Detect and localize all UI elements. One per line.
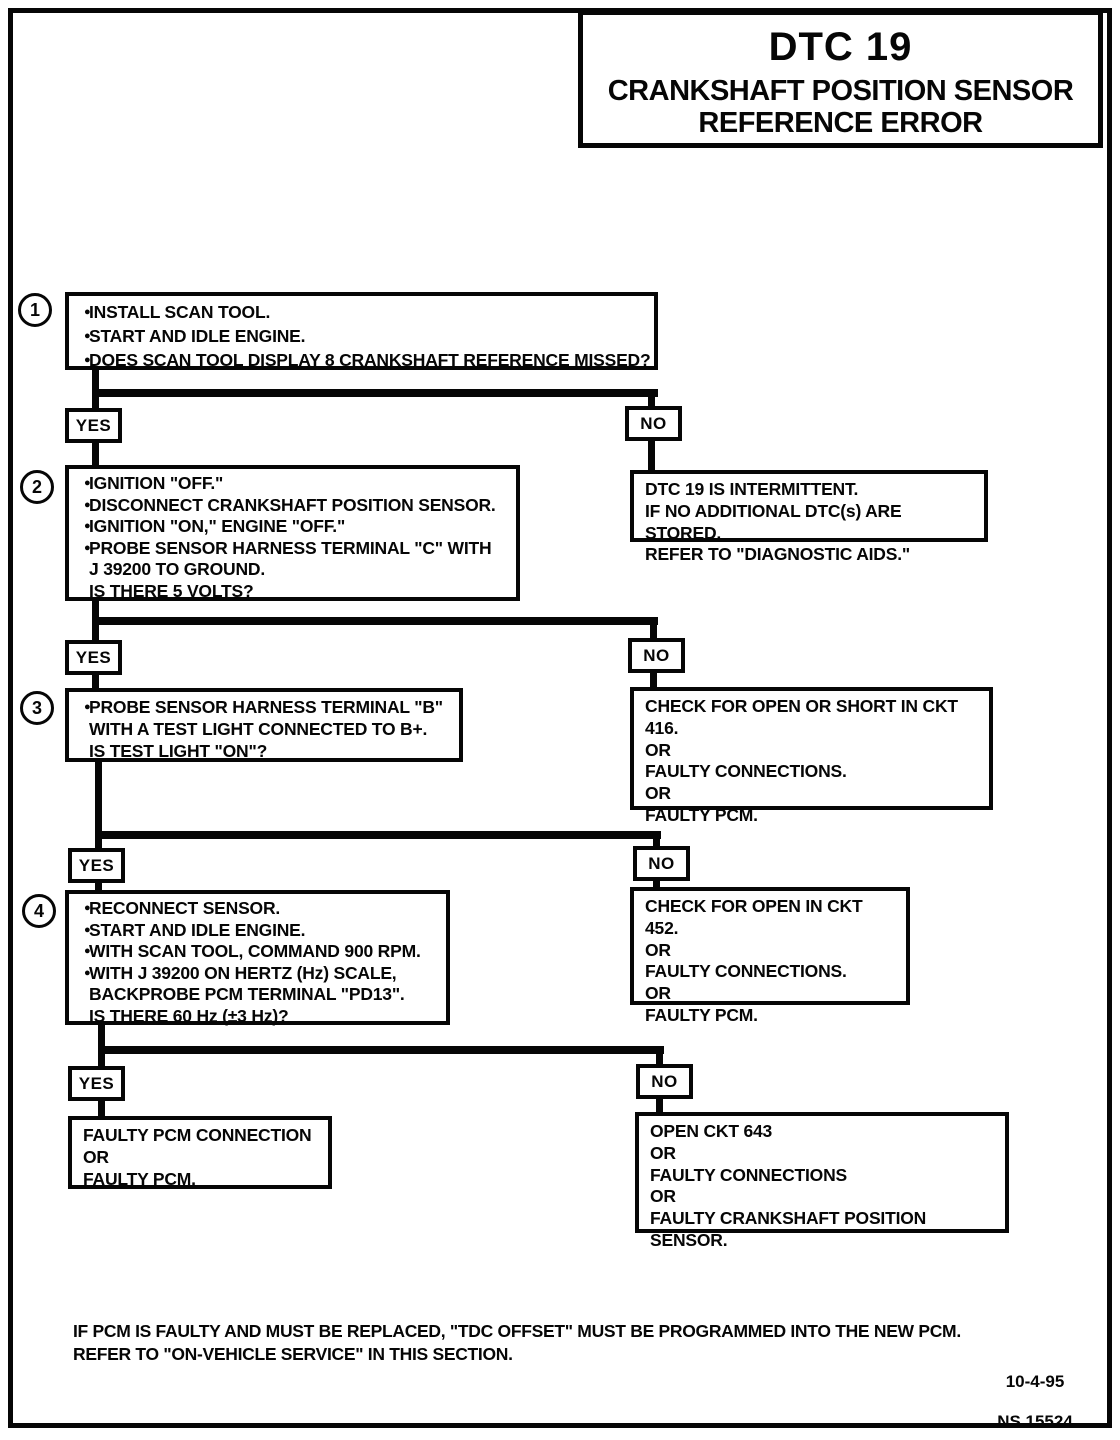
step-item-text: DISCONNECT CRANKSHAFT POSITION SENSOR. [89, 494, 496, 515]
step-item-text: DOES SCAN TOOL DISPLAY 8 CRANKSHAFT REFE… [89, 350, 651, 370]
bullet-icon: ● [84, 945, 91, 957]
step-number-2: 2 [20, 470, 54, 504]
flow-line [653, 881, 660, 887]
bullet-icon: ● [84, 306, 91, 318]
bullet-icon: ● [84, 477, 91, 489]
bullet-icon: ● [84, 330, 91, 342]
flow-line [656, 1046, 663, 1066]
step-3-box: ●PROBE SENSOR HARNESS TERMINAL "B" WITH … [65, 688, 463, 762]
flow-line [653, 831, 660, 848]
bullet-icon: ● [84, 498, 91, 511]
decision-no-1: NO [625, 406, 682, 441]
footer-doc-id: 10-4-95 NS 15524 [985, 1352, 1085, 1440]
flow-line [92, 389, 658, 397]
step-number-3: 3 [20, 691, 54, 725]
outcome-faulty-pcm: FAULTY PCM CONNECTION OR FAULTY PCM. [68, 1116, 332, 1189]
outcome-ckt452: CHECK FOR OPEN IN CKT 452. OR FAULTY CON… [630, 887, 910, 1025]
flow-line [98, 1046, 664, 1054]
step-item-text: START AND IDLE ENGINE. [89, 326, 306, 346]
footer-note: IF PCM IS FAULTY AND MUST BE REPLACED, "… [73, 1321, 961, 1364]
bullet-icon: ● [84, 701, 91, 713]
step-item-text: RECONNECT SENSOR. [89, 898, 281, 918]
bullet-icon: ● [84, 902, 91, 914]
list-item: ●WITH J 39200 ON HERTZ (Hz) SCALE, BACKP… [69, 963, 446, 1028]
list-item: ●PROBE SENSOR HARNESS TERMINAL "B" WITH … [69, 696, 459, 762]
list-item: ●START AND IDLE ENGINE. [69, 324, 654, 348]
outcome-intermittent: DTC 19 IS INTERMITTENT. IF NO ADDITIONAL… [630, 470, 988, 564]
flow-line [95, 831, 661, 839]
list-item: ●START AND IDLE ENGINE. [69, 920, 446, 942]
step-item-text: PROBE SENSOR HARNESS TERMINAL "C" WITH J… [89, 537, 492, 601]
bullet-icon: ● [84, 354, 91, 366]
step-1-box: ●INSTALL SCAN TOOL. ●START AND IDLE ENGI… [65, 292, 658, 370]
flow-line [92, 617, 658, 625]
decision-no-3: NO [633, 846, 690, 881]
bullet-icon: ● [84, 520, 91, 532]
flow-line [98, 1101, 105, 1116]
footer-date: 10-4-95 [1005, 1372, 1065, 1391]
list-item: ●IGNITION "ON," ENGINE "OFF." [69, 516, 516, 538]
step-number-1: 1 [18, 293, 52, 327]
flow-line [95, 883, 102, 890]
bullet-icon: ● [84, 966, 91, 979]
list-item: ●WITH SCAN TOOL, COMMAND 900 RPM. [69, 941, 446, 963]
step-number-4: 4 [22, 894, 56, 928]
outcome-ckt416: CHECK FOR OPEN OR SHORT IN CKT 416. OR F… [630, 687, 993, 825]
bullet-icon: ● [84, 923, 91, 936]
list-item: ●INSTALL SCAN TOOL. [69, 300, 654, 324]
flow-line [92, 443, 99, 465]
flow-line [98, 1025, 105, 1066]
decision-no-4: NO [636, 1064, 693, 1099]
step-2-box: ●IGNITION "OFF." ●DISCONNECT CRANKSHAFT … [65, 465, 520, 601]
decision-no-2: NO [628, 638, 685, 673]
step-item-text: PROBE SENSOR HARNESS TERMINAL "B" WITH A… [89, 697, 443, 761]
decision-yes-2: YES [65, 640, 122, 675]
page-border [8, 8, 1112, 1428]
decision-yes-3: YES [68, 848, 125, 883]
decision-yes-4: YES [68, 1066, 125, 1101]
flow-line [648, 389, 655, 408]
flow-line [656, 1099, 663, 1112]
step-4-box: ●RECONNECT SENSOR. ●START AND IDLE ENGIN… [65, 890, 450, 1028]
flow-line [92, 675, 99, 690]
flow-line [650, 617, 657, 638]
flow-line [648, 441, 655, 470]
list-item: ●DOES SCAN TOOL DISPLAY 8 CRANKSHAFT REF… [69, 348, 654, 372]
step-item-text: INSTALL SCAN TOOL. [89, 302, 271, 322]
list-item: ●DISCONNECT CRANKSHAFT POSITION SENSOR. [69, 495, 516, 517]
flow-line [650, 673, 657, 689]
dtc-name-title: CRANKSHAFT POSITION SENSOR REFERENCE ERR… [607, 75, 1074, 139]
step-item-text: WITH SCAN TOOL, COMMAND 900 RPM. [89, 941, 421, 961]
step-item-text: START AND IDLE ENGINE. [89, 919, 306, 940]
dtc-code-title: DTC 19 [768, 25, 913, 69]
step-item-text: IGNITION "ON," ENGINE "OFF." [89, 516, 346, 536]
outcome-ckt643: OPEN CKT 643 OR FAULTY CONNECTIONS OR FA… [635, 1112, 1009, 1250]
title-box: DTC 19 CRANKSHAFT POSITION SENSOR REFERE… [578, 10, 1103, 148]
flow-line [95, 762, 102, 848]
list-item: ●RECONNECT SENSOR. [69, 898, 446, 920]
list-item: ●PROBE SENSOR HARNESS TERMINAL "C" WITH … [69, 538, 516, 603]
bullet-icon: ● [84, 541, 91, 554]
decision-yes-1: YES [65, 408, 122, 443]
step-item-text: IGNITION "OFF." [89, 473, 224, 493]
footer-doc-number: NS 15524 [997, 1412, 1073, 1431]
list-item: ●IGNITION "OFF." [69, 473, 516, 495]
step-item-text: WITH J 39200 ON HERTZ (Hz) SCALE, BACKPR… [89, 962, 405, 1026]
